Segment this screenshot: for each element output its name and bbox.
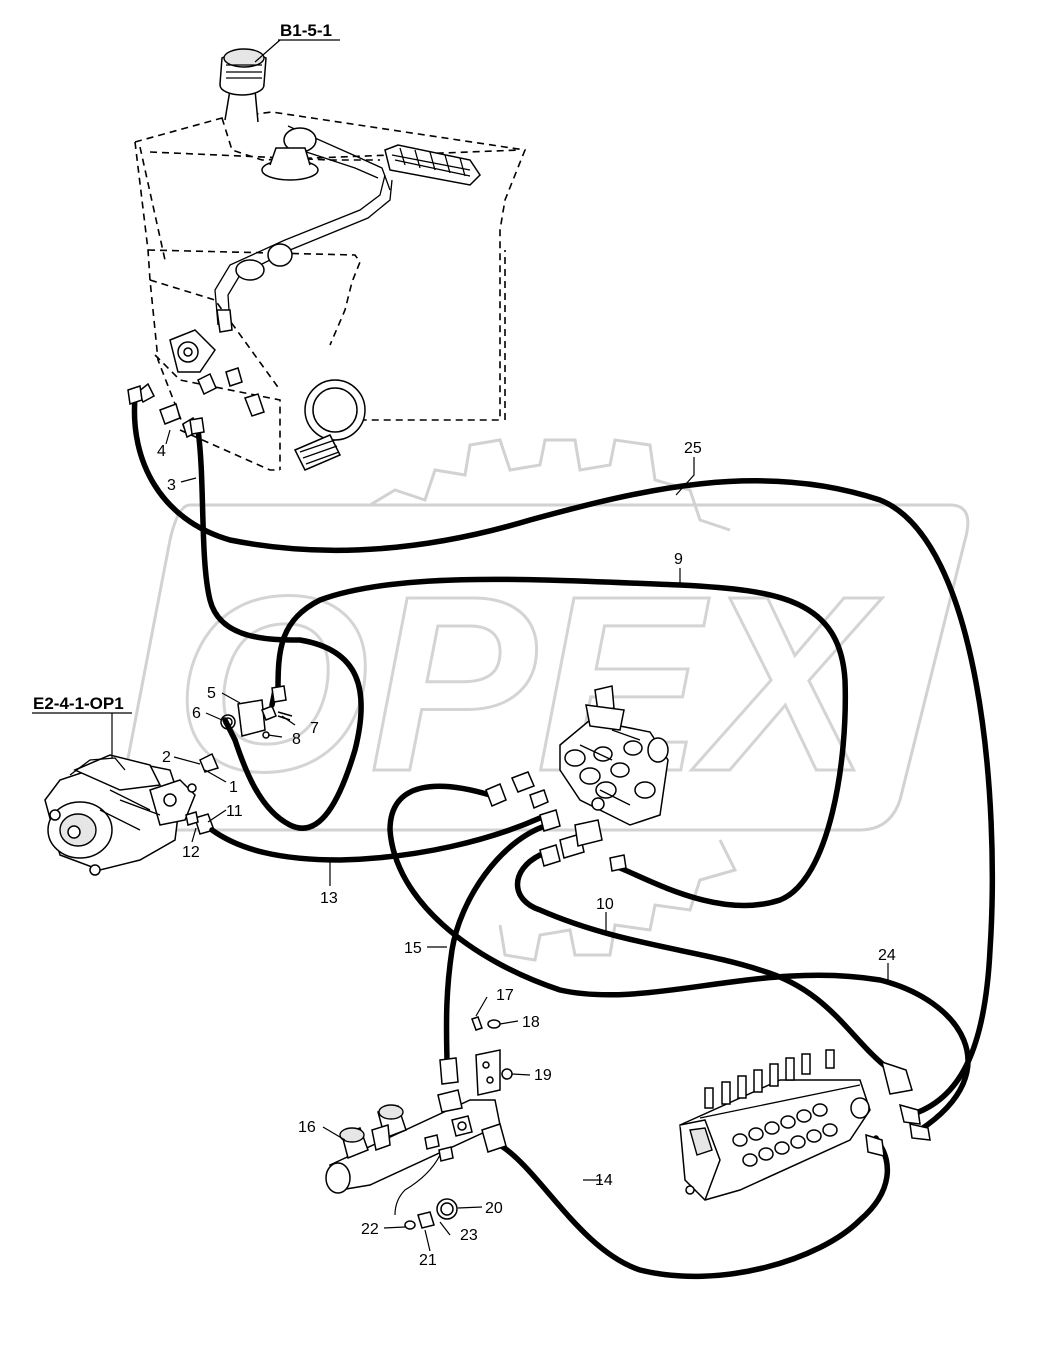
- callout-14: 14: [595, 1172, 613, 1189]
- callout-2: 2: [162, 749, 171, 766]
- hose-15: [443, 822, 551, 1063]
- callout-23: 23: [460, 1227, 478, 1244]
- callout-16: 16: [298, 1119, 316, 1136]
- callout-25: 25: [684, 440, 702, 457]
- callout-7: 7: [310, 720, 319, 737]
- callout-13: 13: [320, 890, 338, 907]
- callout-19: 19: [534, 1067, 552, 1084]
- hose-9-tail: [222, 717, 238, 743]
- callout-5: 5: [207, 685, 216, 702]
- callout-21: 21: [419, 1252, 437, 1269]
- hoses: [131, 395, 996, 1279]
- hose-24: [387, 783, 971, 1133]
- leader-lines: [32, 39, 889, 1252]
- callout-24: 24: [878, 947, 896, 964]
- callout-8: 8: [292, 731, 301, 748]
- control-valve-upper: [559, 685, 669, 826]
- hose-10: [514, 852, 893, 1073]
- callout-10: 10: [596, 896, 614, 913]
- callout-12: 12: [182, 844, 200, 861]
- ref-b1: B1-5-1: [280, 21, 332, 40]
- callout-20: 20: [485, 1200, 503, 1217]
- callout-18: 18: [522, 1014, 540, 1031]
- hose-end-fittings: [127, 385, 931, 1157]
- hose-13: [209, 815, 543, 863]
- hose-25: [131, 395, 996, 1118]
- control-valve-lower: [679, 1049, 871, 1201]
- hydraulic-pump: [44, 754, 196, 876]
- hose-14: [497, 1142, 891, 1279]
- callout-6: 6: [192, 705, 201, 722]
- callout-17: 17: [496, 987, 514, 1004]
- return-manifold: [325, 1016, 513, 1230]
- hydraulic-tank: [134, 48, 527, 471]
- callout-1: 1: [229, 779, 238, 796]
- callout-numbers: 1 2 3 4 5 6 7 8 9 10 11 12 13 14 15 16 1…: [157, 440, 896, 1269]
- ref-e2: E2-4-1-OP1: [33, 694, 124, 713]
- hose-3: [195, 427, 364, 831]
- callout-11: 11: [226, 803, 243, 820]
- callout-22: 22: [361, 1221, 379, 1238]
- callout-9: 9: [674, 551, 683, 568]
- callout-15: 15: [404, 940, 422, 957]
- callout-4: 4: [157, 443, 166, 460]
- hose-9: [275, 576, 849, 909]
- callout-3: 3: [167, 477, 176, 494]
